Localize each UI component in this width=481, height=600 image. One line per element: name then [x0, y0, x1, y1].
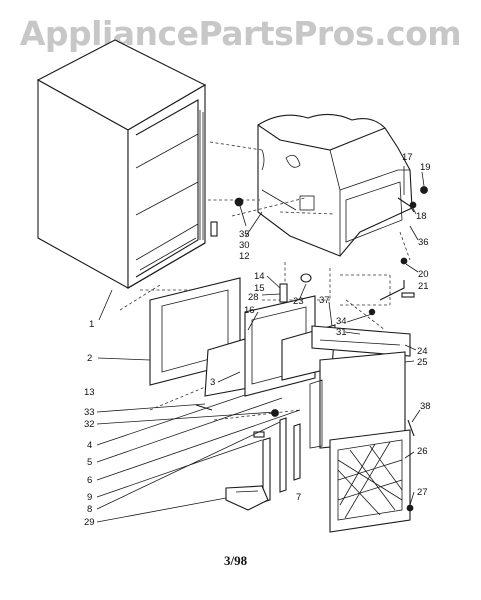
liner-drawing — [257, 113, 413, 257]
callout-37: 37 — [319, 295, 330, 306]
callout-16: 16 — [244, 305, 255, 316]
callout-2: 2 — [87, 353, 93, 364]
watermark-text: AppliancePartsPros.com — [19, 14, 462, 53]
callout-21: 21 — [418, 281, 429, 292]
trim-strips-drawing — [262, 417, 301, 503]
callout-26: 26 — [417, 446, 428, 457]
callout-23: 23 — [293, 296, 304, 307]
callout-29: 29 — [84, 517, 95, 528]
callout-15: 15 — [254, 283, 265, 294]
door-grille-drawing — [329, 429, 411, 533]
callout-4: 4 — [87, 440, 93, 451]
callout-24: 24 — [417, 346, 428, 357]
callout-7: 7 — [296, 492, 302, 503]
callout-9: 9 — [87, 492, 93, 503]
callout-31: 31 — [336, 327, 347, 338]
callout-20: 20 — [418, 269, 429, 280]
callout-28: 28 — [248, 292, 259, 303]
callout-3: 3 — [210, 377, 216, 388]
callout-25: 25 — [417, 357, 428, 368]
callout-27: 27 — [417, 487, 428, 498]
callout-5: 5 — [87, 457, 93, 468]
callout-36: 36 — [418, 237, 429, 248]
callout-32: 32 — [84, 419, 95, 430]
page-number: 3/98 — [224, 553, 248, 568]
callout-1: 1 — [89, 319, 95, 330]
callout-12: 12 — [239, 251, 250, 262]
callout-19: 19 — [420, 162, 431, 173]
callout-13: 13 — [84, 387, 95, 398]
callout-38: 38 — [420, 401, 431, 412]
callout-leaders — [96, 166, 425, 523]
callout-14: 14 — [254, 271, 265, 282]
cabinet-drawing — [36, 39, 207, 289]
callout-6: 6 — [87, 475, 93, 486]
callout-34: 34 — [336, 316, 347, 327]
door-frame-drawing — [149, 277, 411, 449]
callout-18: 18 — [416, 211, 427, 222]
hardware-drawing — [195, 186, 428, 512]
callout-33: 33 — [84, 407, 95, 418]
callout-30: 30 — [239, 240, 250, 251]
callout-8: 8 — [87, 504, 93, 515]
callout-17: 17 — [402, 152, 413, 163]
callout-35: 35 — [239, 229, 250, 240]
